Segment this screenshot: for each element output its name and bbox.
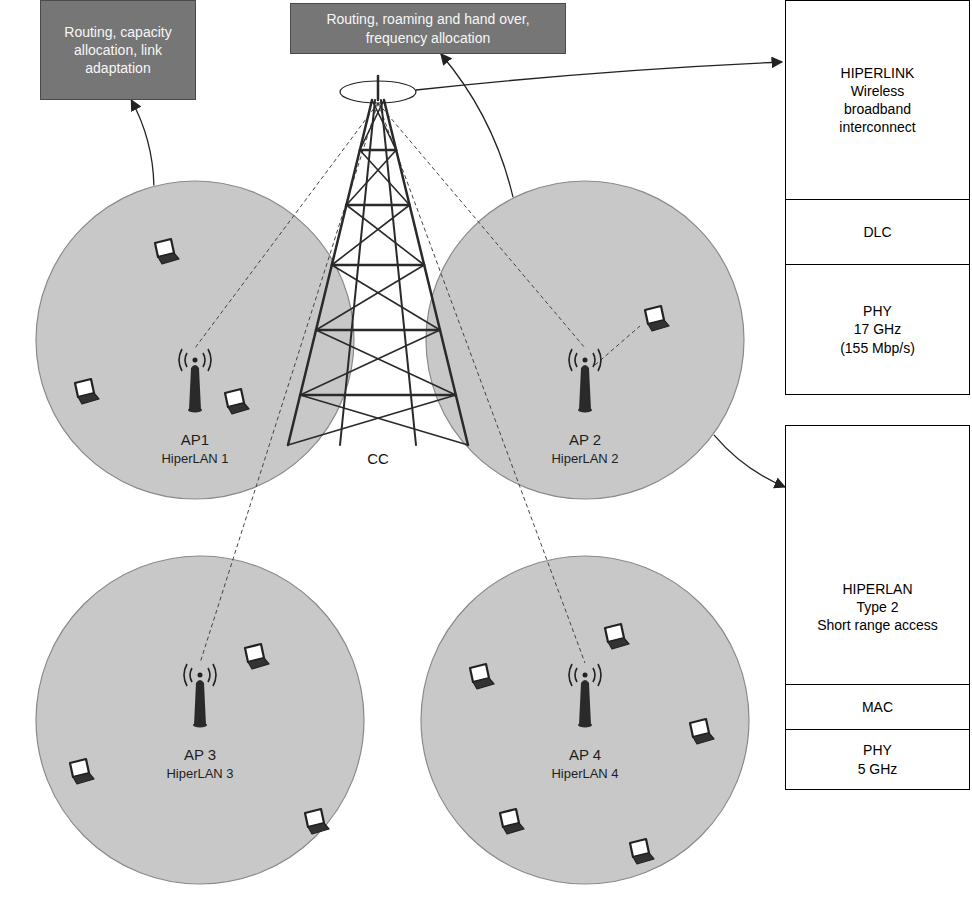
arrow-connector bbox=[441, 54, 513, 197]
protocol-layer-box: PHY5 GHz bbox=[785, 730, 970, 790]
node-text: 5 GHz bbox=[858, 760, 898, 778]
node-text: Wireless broadband interconnect bbox=[828, 82, 928, 137]
coverage-circle bbox=[426, 181, 744, 499]
node-title: Routing, capacity allocation, link adapt… bbox=[49, 23, 187, 78]
node-title: HIPERLAN bbox=[842, 580, 912, 598]
access-point-antenna bbox=[179, 349, 211, 413]
node-title: PHY bbox=[863, 741, 892, 759]
laptop-icon bbox=[690, 719, 714, 744]
dashed-link bbox=[195, 103, 378, 348]
antenna-group-ellipse bbox=[340, 81, 416, 103]
protocol-layer-box: DLC bbox=[785, 200, 970, 265]
laptop-icon bbox=[155, 239, 179, 264]
node-title: DLC bbox=[863, 223, 891, 241]
node-title: AP 4 bbox=[420, 745, 750, 765]
node-title: AP 3 bbox=[35, 745, 365, 765]
node-text: HiperLAN 2 bbox=[425, 450, 745, 468]
node-text: Type 2 bbox=[856, 598, 898, 616]
node-text: (155 Mbp/s) bbox=[840, 339, 915, 357]
tower bbox=[288, 76, 468, 445]
label-holder: CC bbox=[367, 450, 389, 468]
node-title: Routing, roaming and hand over, frequenc… bbox=[299, 10, 557, 46]
laptop-icon bbox=[75, 379, 99, 404]
coverage-cell: AP1HiperLAN 1 bbox=[35, 180, 355, 500]
laptop-icon bbox=[305, 809, 329, 834]
protocol-layer-box: PHY17 GHz(155 Mbp/s) bbox=[785, 265, 970, 395]
station-label: CC bbox=[367, 450, 389, 467]
coverage-circle bbox=[36, 181, 354, 499]
coverage-cell: AP 2HiperLAN 2 bbox=[425, 180, 745, 500]
protocol-layer-box: HIPERLINKWireless broadband interconnect bbox=[785, 0, 970, 200]
access-point-antenna bbox=[569, 664, 601, 728]
node-title: MAC bbox=[862, 698, 893, 716]
laptop-icon bbox=[645, 306, 669, 331]
coverage-circle bbox=[36, 556, 364, 884]
node-text: 17 GHz bbox=[854, 320, 901, 338]
node-title: AP 2 bbox=[425, 430, 745, 450]
node-title: AP1 bbox=[35, 430, 355, 450]
node-title: HIPERLINK bbox=[841, 64, 915, 82]
protocol-layer-box: HIPERLANType 2Short range access bbox=[785, 425, 970, 685]
laptop-icon bbox=[470, 664, 494, 689]
node-title: PHY bbox=[863, 302, 892, 320]
node-text: HiperLAN 3 bbox=[35, 765, 365, 783]
laptop-icon bbox=[500, 809, 524, 834]
access-point-antenna bbox=[569, 349, 601, 413]
protocol-layer-box: MAC bbox=[785, 685, 970, 730]
radio-links bbox=[195, 103, 640, 663]
node-text: HiperLAN 1 bbox=[35, 450, 355, 468]
pointer-arrow bbox=[416, 62, 782, 90]
laptop-icon bbox=[70, 759, 94, 784]
laptop-icon bbox=[605, 624, 629, 649]
laptop-icon bbox=[225, 389, 249, 414]
arrow-connector bbox=[131, 100, 154, 185]
function-box: Routing, capacity allocation, link adapt… bbox=[40, 0, 196, 100]
arrow-connector bbox=[714, 435, 785, 487]
coverage-circle bbox=[421, 556, 749, 884]
node-text: HiperLAN 4 bbox=[420, 765, 750, 783]
node-text: Short range access bbox=[817, 616, 938, 634]
laptop-icon bbox=[245, 644, 269, 669]
laptop-icon bbox=[630, 839, 654, 864]
access-point-antenna bbox=[184, 664, 216, 728]
function-box: Routing, roaming and hand over, frequenc… bbox=[290, 3, 566, 54]
